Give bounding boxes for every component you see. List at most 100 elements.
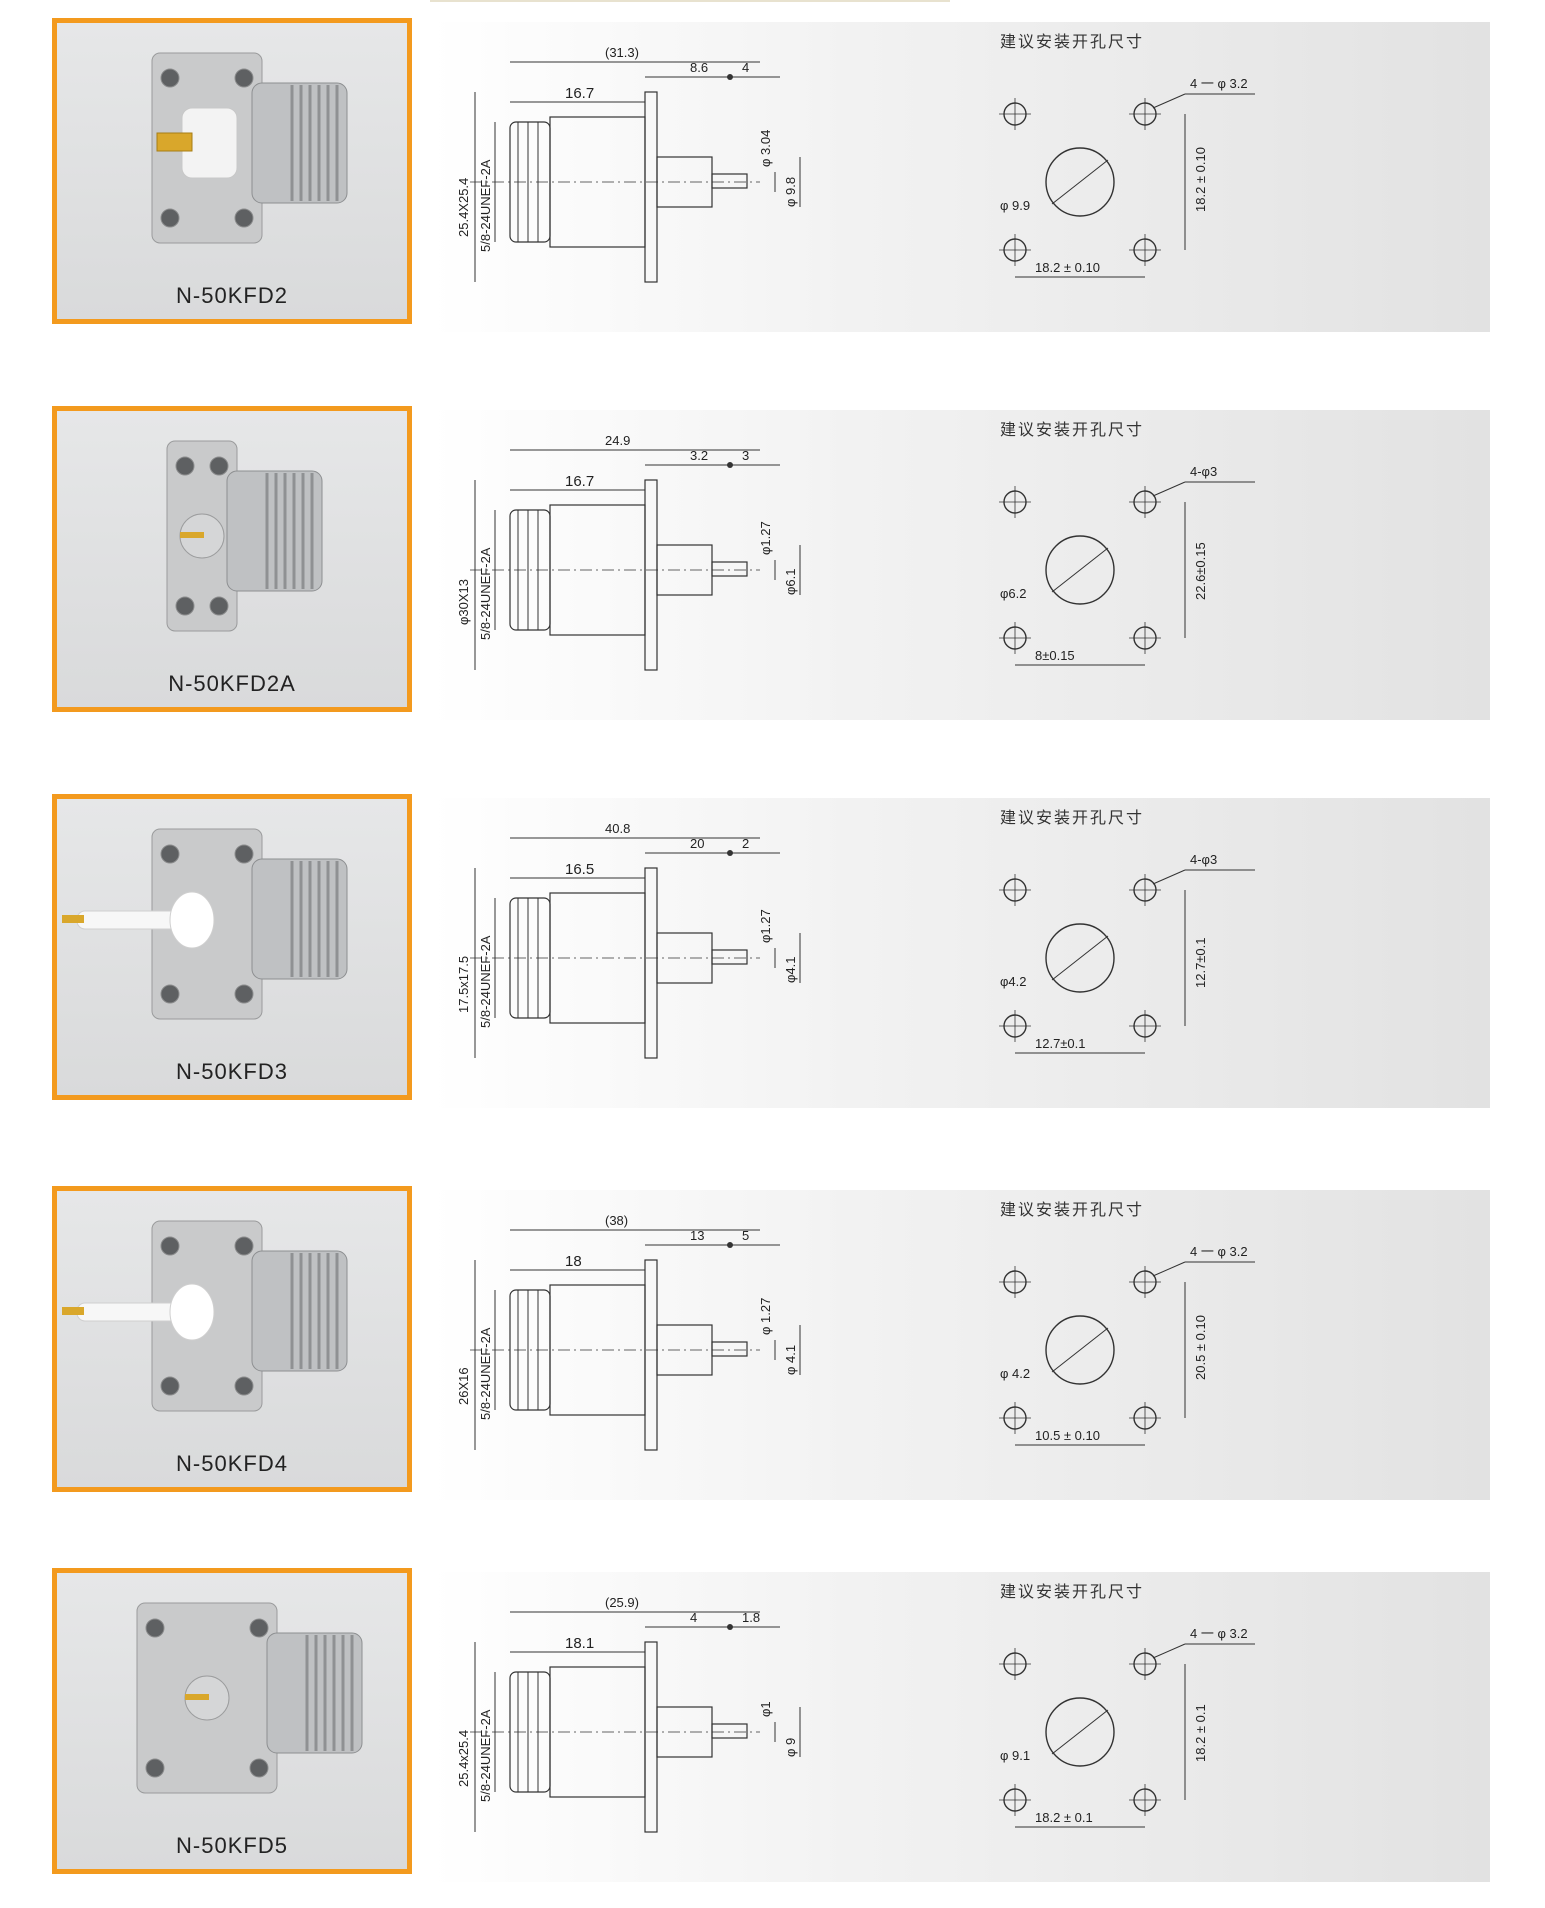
model-label: N-50KFD3 <box>176 1059 288 1084</box>
dim-flange-size: 25.4x25.4 <box>456 1730 471 1787</box>
product-photo-frame: N-50KFD2A <box>52 406 412 712</box>
dim-segment-a: 20 <box>690 836 704 851</box>
dim-thread-length: 16.5 <box>565 861 594 878</box>
connector-photo <box>62 1220 348 1412</box>
dim-thread-length: 16.7 <box>565 473 594 490</box>
model-label: N-50KFD2 <box>176 283 288 308</box>
model-label: N-50KFD4 <box>176 1451 288 1476</box>
dim-segment-a: 3.2 <box>690 448 708 463</box>
mount-hole-icon <box>234 68 254 88</box>
dim-vertical-spacing: 12.7±0.1 <box>1193 937 1208 988</box>
mount-hole-icon <box>175 456 195 476</box>
dim-horizontal-spacing: 10.5 ± 0.10 <box>1035 1428 1100 1443</box>
dim-vertical-spacing: 18.2 ± 0.1 <box>1193 1704 1208 1762</box>
model-label: N-50KFD2A <box>168 671 296 696</box>
dim-vertical-spacing: 18.2 ± 0.10 <box>1193 147 1208 212</box>
dim-hole-pattern: 4-φ3 <box>1190 464 1217 479</box>
dim-body-diameter: φ 9 <box>783 1738 798 1757</box>
dim-center-hole: φ6.2 <box>1000 586 1027 601</box>
mount-hole-icon <box>145 1618 165 1638</box>
mount-hole-icon <box>234 1236 254 1256</box>
mount-hole-icon <box>234 984 254 1004</box>
product-photo-frame: N-50KFD3 <box>52 794 412 1100</box>
product-photo-frame: N-50KFD4 <box>52 1186 412 1492</box>
dim-horizontal-spacing: 18.2 ± 0.10 <box>1035 260 1100 275</box>
dim-horizontal-spacing: 18.2 ± 0.1 <box>1035 1810 1093 1825</box>
product-row: N-50KFD5 (25.9) 18.1 4 1.8 25.4x25.4 5/8-24UNE… <box>0 1558 1545 1882</box>
dim-body-diameter: φ 9.8 <box>783 177 798 207</box>
dim-segment-b: 1.8 <box>742 1610 760 1625</box>
dim-thread-spec: 5/8-24UNEF-2A <box>478 1327 493 1420</box>
cutout-title: 建议安装开孔尺寸 <box>1000 1582 1145 1601</box>
dim-overall: (31.3) <box>605 45 639 60</box>
dim-segment-a: 13 <box>690 1228 704 1243</box>
dim-overall: 24.9 <box>605 433 630 448</box>
dim-hole-pattern: 4 一 φ 3.2 <box>1190 76 1248 91</box>
dim-pin-diameter: φ1.27 <box>758 521 773 555</box>
dim-horizontal-spacing: 8±0.15 <box>1035 648 1075 663</box>
cutout-title: 建议安装开孔尺寸 <box>1000 32 1145 51</box>
mount-hole-icon <box>234 844 254 864</box>
dim-thread-spec: 5/8-24UNEF-2A <box>478 1709 493 1802</box>
mount-hole-icon <box>249 1618 269 1638</box>
mount-hole-icon <box>249 1758 269 1778</box>
dim-segment-b: 2 <box>742 836 749 851</box>
dim-center-hole: φ 9.9 <box>1000 198 1030 213</box>
cutout-title: 建议安装开孔尺寸 <box>1000 420 1145 439</box>
mount-hole-icon <box>234 208 254 228</box>
panel-cutout-drawing: 4 一 φ 3.2 φ 9.9 18.2 ± 0.10 18.2 ± 0.10 <box>999 76 1255 278</box>
dim-center-hole: φ4.2 <box>1000 974 1027 989</box>
dim-vertical-spacing: 20.5 ± 0.10 <box>1193 1315 1208 1380</box>
top-accent-line <box>430 0 950 2</box>
dim-thread-length: 18.1 <box>565 1635 594 1652</box>
dim-overall: 40.8 <box>605 821 630 836</box>
center-hole-icon <box>1045 923 1115 993</box>
dim-segment-b: 5 <box>742 1228 749 1243</box>
mount-hole-icon <box>160 1376 180 1396</box>
dim-segment-b: 4 <box>742 60 749 75</box>
dim-vertical-spacing: 22.6±0.15 <box>1193 542 1208 600</box>
dim-pin-diameter: φ 1.27 <box>758 1298 773 1335</box>
mount-hole-icon <box>160 208 180 228</box>
mount-hole-icon <box>145 1758 165 1778</box>
dim-flange-size: φ30X13 <box>456 579 471 625</box>
dim-body-diameter: φ6.1 <box>783 568 798 595</box>
dim-overall: (25.9) <box>605 1595 639 1610</box>
dim-thread-spec: 5/8-24UNEF-2A <box>478 935 493 1028</box>
dim-pin-diameter: φ 3.04 <box>758 130 773 167</box>
mount-hole-icon <box>160 1236 180 1256</box>
dim-overall: (38) <box>605 1213 628 1228</box>
dim-segment-a: 4 <box>690 1610 697 1625</box>
dim-thread-length: 16.7 <box>565 85 594 102</box>
center-hole-icon <box>1045 1315 1115 1385</box>
model-label: N-50KFD5 <box>176 1833 288 1858</box>
dim-body-diameter: φ4.1 <box>783 956 798 983</box>
mount-hole-icon <box>209 456 229 476</box>
cutout-title: 建议安装开孔尺寸 <box>1000 808 1145 827</box>
dim-pin-diameter: φ1.27 <box>758 909 773 943</box>
dim-body-diameter: φ 4.1 <box>783 1345 798 1375</box>
connector-photo <box>166 440 323 632</box>
dim-flange-size: 26X16 <box>456 1367 471 1405</box>
center-hole-icon <box>1045 147 1115 217</box>
mount-hole-icon <box>209 596 229 616</box>
dim-hole-pattern: 4 一 φ 3.2 <box>1190 1244 1248 1259</box>
dim-segment-b: 3 <box>742 448 749 463</box>
dim-horizontal-spacing: 12.7±0.1 <box>1035 1036 1086 1051</box>
mount-hole-icon <box>160 984 180 1004</box>
mount-hole-icon <box>234 1376 254 1396</box>
cutout-title: 建议安装开孔尺寸 <box>1000 1200 1145 1219</box>
connector-photo <box>136 1602 363 1794</box>
mount-hole-icon <box>160 68 180 88</box>
